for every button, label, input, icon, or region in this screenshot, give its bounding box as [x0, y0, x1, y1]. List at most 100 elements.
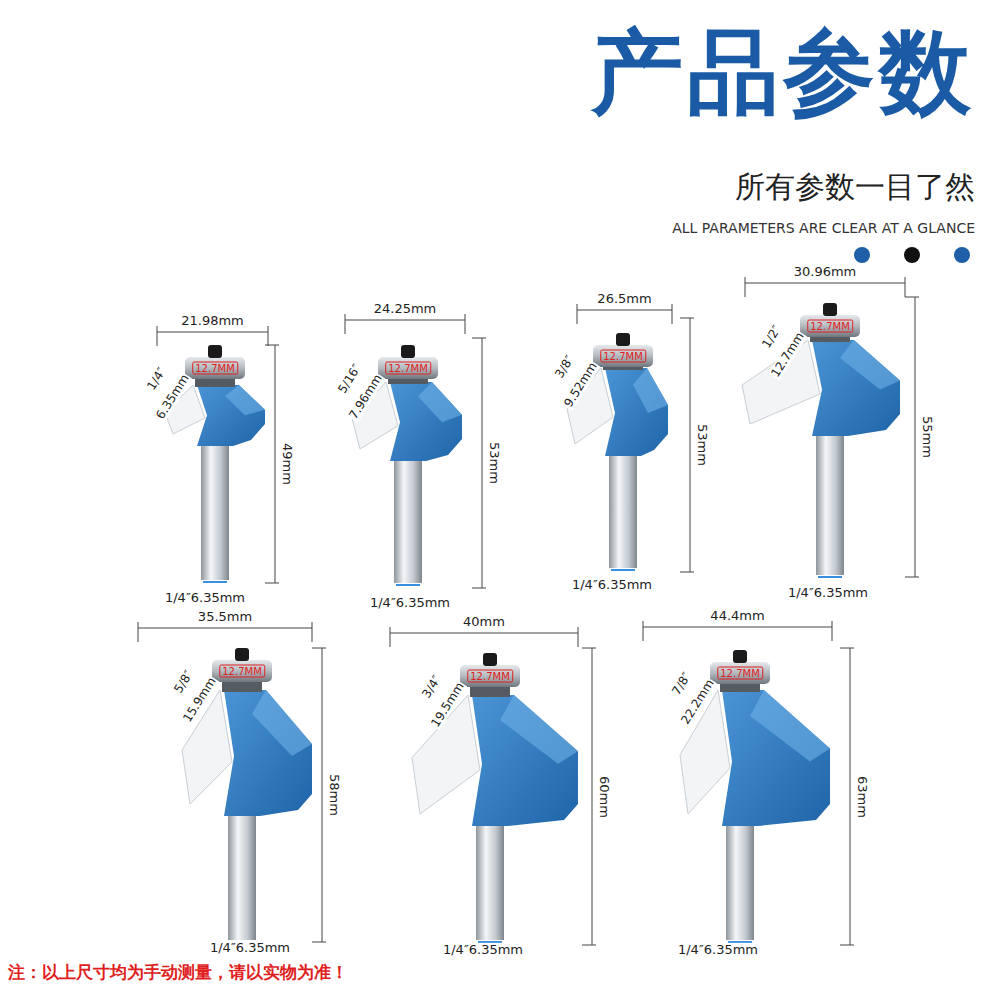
shank [726, 816, 754, 940]
bearing [378, 357, 438, 379]
shank-size: 1/4″6.35mm [209, 941, 291, 955]
shank-size: 1/4″6.35mm [571, 578, 653, 592]
dimension-tick [138, 622, 139, 642]
bearing-size: 12.7MM [385, 362, 431, 375]
bearing-size: 12.7MM [192, 362, 238, 375]
dimension-tick [672, 304, 673, 324]
dimension-line [577, 310, 672, 311]
shank [609, 446, 637, 568]
decor-dot [854, 247, 870, 263]
dimension-tick [905, 297, 919, 298]
chamfer-inch-size: 1/2″ [760, 323, 785, 352]
decor-dot [954, 247, 970, 263]
page-title: 产品参数 [591, 22, 975, 123]
dimension-tick [680, 572, 694, 573]
subtitle-english: ALL PARAMETERS ARE CLEAR AT A GLANCE [672, 221, 975, 236]
body-facet [252, 690, 312, 756]
shank-end-mark [396, 584, 420, 586]
cutter-body [472, 695, 578, 826]
dimension-line [482, 338, 483, 588]
body-facet [750, 690, 830, 762]
shank [201, 436, 229, 580]
dimension-tick [905, 577, 919, 578]
dimension-line [138, 628, 312, 629]
dimension-tick [840, 945, 854, 946]
width-dimension: 40mm [463, 615, 505, 629]
height-dimension: 60mm [597, 776, 611, 818]
width-dimension: 44.4mm [710, 609, 764, 623]
shank-size: 1/4″6.35mm [164, 591, 246, 605]
cutter-body [390, 382, 462, 461]
dimension-line [643, 627, 832, 628]
shank [816, 426, 844, 575]
chamfer-inch-size: 5/8″ [172, 668, 197, 697]
shank [394, 451, 422, 583]
dimension-line [275, 345, 276, 583]
dimension-tick [578, 627, 579, 647]
chamfer-inch-size: 3/4″ [420, 673, 445, 702]
height-dimension: 49mm [280, 443, 294, 485]
bearing-size: 12.7MM [600, 350, 646, 363]
dimension-tick [390, 627, 391, 647]
chamfer-inch-size: 1/4″ [145, 365, 170, 394]
width-dimension: 30.96mm [794, 265, 857, 279]
chamfer-inch-size: 3/8″ [553, 353, 578, 382]
width-dimension: 21.98mm [181, 314, 244, 328]
dimension-tick [157, 326, 158, 346]
dimension-tick [472, 338, 486, 339]
shank-end-mark [611, 569, 635, 571]
dimension-line [915, 297, 916, 577]
dimension-line [850, 648, 851, 945]
bearing-size: 12.7MM [807, 320, 853, 333]
dimension-line [322, 648, 323, 942]
dimension-tick [265, 345, 279, 346]
dimension-line [690, 318, 691, 572]
bearing-size: 12.7MM [467, 670, 513, 683]
dimension-tick [905, 277, 906, 297]
dimension-tick [312, 622, 313, 642]
dimension-tick [643, 621, 644, 641]
shank-size: 1/4″6.35mm [787, 586, 869, 600]
chamfer-inch-size: 5/16″ [336, 361, 365, 396]
dimension-tick [745, 277, 746, 297]
bearing-screw [483, 653, 497, 666]
cutter-body [605, 368, 668, 456]
shank [228, 806, 256, 940]
height-dimension: 63mm [855, 776, 869, 818]
body-facet [840, 340, 900, 390]
bearing-screw [401, 345, 415, 358]
bearing [212, 660, 272, 682]
note: 注：以上尺寸均为手动测量，请以实物为准！ [8, 963, 348, 982]
bearing-screw [616, 333, 630, 346]
decor-dot [904, 247, 920, 263]
dimension-line [157, 332, 268, 333]
height-dimension: 58mm [327, 774, 341, 816]
bearing-screw [208, 345, 222, 358]
bearing-size: 12.7MM [717, 667, 763, 680]
dimension-tick [345, 314, 346, 334]
shank-size: 1/4″6.35mm [677, 943, 759, 957]
shank-size: 1/4″6.35mm [369, 596, 451, 610]
width-dimension: 24.25mm [374, 302, 437, 316]
width-dimension: 26.5mm [597, 292, 651, 306]
width-dimension: 35.5mm [198, 610, 252, 624]
shank-end-mark [818, 576, 842, 578]
bearing [800, 315, 860, 337]
dimension-tick [465, 314, 466, 334]
body-facet [633, 368, 668, 413]
shank-end-mark [203, 581, 227, 583]
bearing [593, 345, 653, 367]
cutter-body [812, 340, 900, 436]
dimension-tick [472, 588, 486, 589]
cutter-body [224, 690, 312, 816]
dimension-tick [582, 648, 596, 649]
bearing-screw [823, 303, 837, 316]
dimension-tick [312, 942, 326, 943]
bearing [185, 357, 245, 379]
shank-size: 1/4″6.35mm [442, 943, 524, 957]
body-facet [225, 385, 265, 415]
body-facet [418, 382, 462, 422]
dimension-tick [680, 318, 694, 319]
